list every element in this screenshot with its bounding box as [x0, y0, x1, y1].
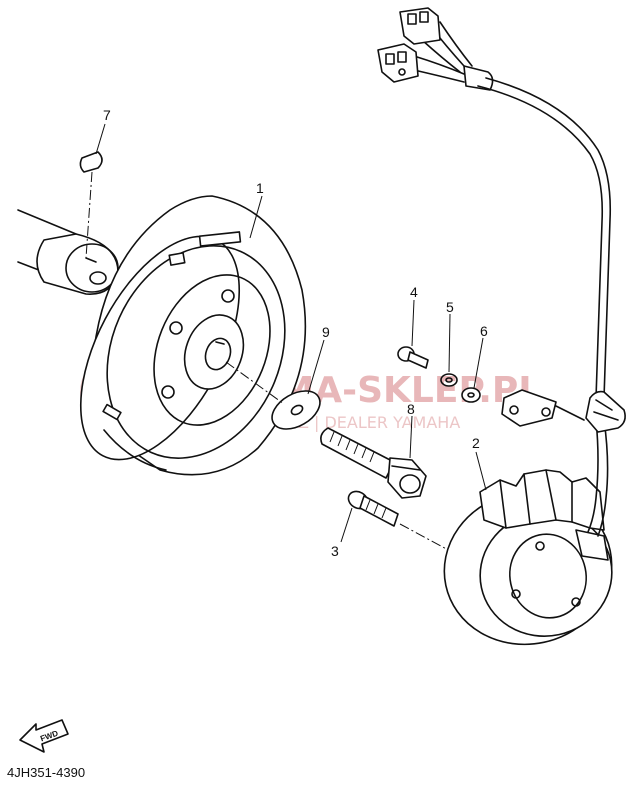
callout-1: 1	[256, 180, 264, 196]
lead-clamp-screw	[397, 346, 429, 369]
leader-lines	[95, 123, 487, 543]
coupler-lower	[377, 43, 419, 83]
rotor-bolt	[320, 427, 427, 499]
plain-washer	[461, 387, 481, 403]
stator-screw	[347, 490, 453, 553]
callout-9: 9	[322, 324, 330, 340]
callout-2: 2	[472, 435, 480, 451]
woodruff-key	[79, 151, 103, 259]
callout-8: 8	[407, 401, 415, 417]
wire-harness	[413, 21, 626, 537]
washer	[225, 361, 321, 430]
callout-5: 5	[446, 299, 454, 315]
stator-assembly	[443, 469, 613, 646]
callout-3: 3	[331, 543, 339, 559]
diagram-code: 4JH351-4390	[7, 765, 86, 780]
callout-4: 4	[410, 284, 418, 300]
rotor-flywheel	[79, 195, 307, 476]
fwd-arrow-icon: FWD	[19, 719, 69, 753]
callout-7: 7	[103, 107, 111, 123]
lead-clamp	[501, 389, 585, 427]
callout-6: 6	[480, 323, 488, 339]
coupler-upper	[399, 7, 441, 45]
lock-washer	[440, 373, 458, 387]
crankshaft-end	[17, 209, 119, 295]
